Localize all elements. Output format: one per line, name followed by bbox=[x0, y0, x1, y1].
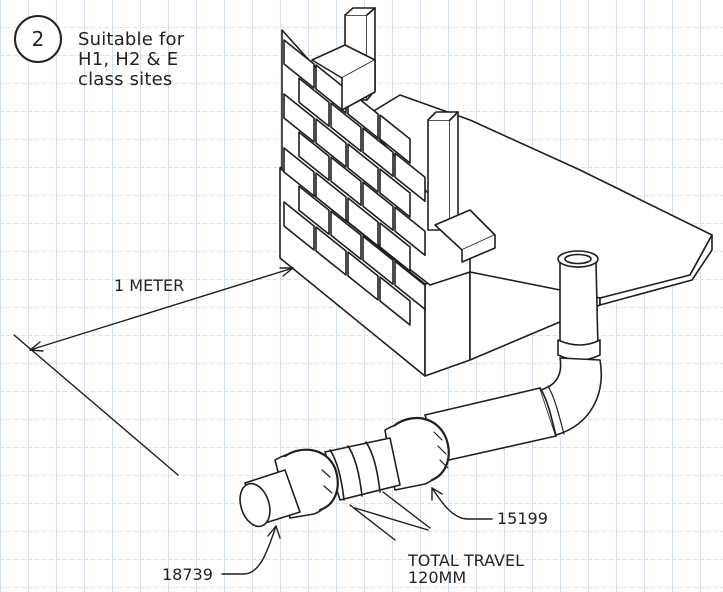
brick bbox=[316, 119, 346, 167]
total-travel-label: TOTAL TRAVEL bbox=[408, 551, 524, 570]
part-number-18739: 18739 bbox=[162, 565, 213, 584]
suitability-line-2: H1, H2 & E bbox=[78, 49, 179, 70]
brick bbox=[331, 103, 361, 151]
brick bbox=[395, 153, 425, 201]
brick bbox=[348, 252, 378, 300]
brick bbox=[316, 227, 346, 275]
step-number-badge: 2 bbox=[14, 15, 62, 63]
step-number: 2 bbox=[31, 27, 45, 51]
brick bbox=[331, 211, 361, 259]
brick bbox=[395, 261, 425, 309]
brick bbox=[348, 198, 378, 246]
brick bbox=[363, 128, 393, 176]
leader-18739 bbox=[222, 526, 280, 574]
brick bbox=[284, 40, 314, 88]
brick bbox=[380, 115, 410, 163]
distance-dimension bbox=[14, 268, 293, 475]
brick bbox=[380, 223, 410, 271]
travel-dimension bbox=[350, 492, 430, 540]
brick bbox=[284, 148, 314, 196]
brick bbox=[316, 65, 346, 113]
leader-15199 bbox=[432, 488, 492, 519]
brick bbox=[299, 78, 329, 126]
brick bbox=[380, 169, 410, 217]
total-travel-value: 120MM bbox=[408, 568, 467, 587]
brick-courses bbox=[284, 40, 425, 325]
brick bbox=[363, 182, 393, 230]
part-number-15199: 15199 bbox=[497, 509, 548, 528]
suitability-line-1: Suitable for bbox=[78, 29, 185, 50]
brick-wall bbox=[282, 8, 495, 325]
flue-pipe bbox=[235, 251, 601, 530]
brick bbox=[284, 94, 314, 142]
brick bbox=[380, 277, 410, 325]
brick bbox=[348, 144, 378, 192]
suitability-note: Suitable for H1, H2 & E class sites bbox=[78, 30, 184, 90]
brick bbox=[316, 173, 346, 221]
suitability-line-3: class sites bbox=[78, 69, 173, 90]
distance-label: 1 METER bbox=[114, 276, 185, 295]
brick bbox=[395, 207, 425, 255]
brick bbox=[284, 202, 314, 250]
brick bbox=[299, 132, 329, 180]
brick bbox=[363, 236, 393, 284]
brick bbox=[299, 186, 329, 234]
brick bbox=[331, 157, 361, 205]
